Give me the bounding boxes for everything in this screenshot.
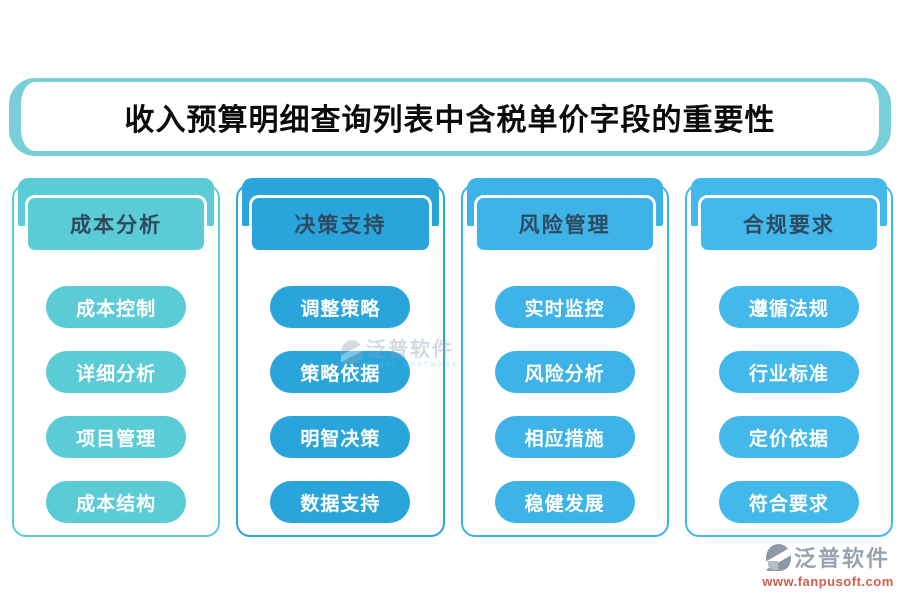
pill-list: 成本控制 详细分析 项目管理 成本结构 (12, 286, 220, 523)
column-risk-management: 风险管理 实时监控 风险分析 相应措施 稳健发展 (460, 178, 669, 537)
pill-list: 调整策略 策略依据 明智决策 数据支持 (236, 286, 444, 523)
pill-list: 实时监控 风险分析 相应措施 稳健发展 (461, 286, 669, 523)
title-banner: 收入预算明细查询列表中含税单价字段的重要性 (9, 78, 891, 156)
pill-list: 遵循法规 行业标准 定价依据 符合要求 (685, 286, 893, 523)
pill-item: 项目管理 (46, 416, 187, 458)
pill-item: 行业标准 (718, 351, 859, 393)
pill-item: 数据支持 (270, 481, 411, 523)
page-title: 收入预算明细查询列表中含税单价字段的重要性 (124, 103, 776, 137)
pill-item: 调整策略 (270, 286, 411, 328)
columns-container: 成本分析 成本控制 详细分析 项目管理 成本结构 决策支持 调整策略 策略依据 … (12, 178, 893, 537)
pill-item: 遵循法规 (718, 286, 859, 328)
pill-item: 定价依据 (718, 416, 859, 458)
brand-url: www.fanpusoft.com (762, 574, 894, 589)
footer-brand: 泛普软件 www.fanpusoft.com (762, 541, 894, 589)
pill-item: 实时监控 (494, 286, 635, 328)
pill-item: 风险分析 (494, 351, 635, 393)
column-header: 合规要求 (697, 195, 880, 253)
pill-item: 策略依据 (270, 351, 411, 393)
brand-name: 泛普软件 (793, 546, 890, 571)
column-decision-support: 决策支持 调整策略 策略依据 明智决策 数据支持 (236, 178, 445, 537)
pill-item: 成本控制 (46, 286, 187, 328)
pill-item: 稳健发展 (494, 481, 635, 523)
column-header: 风险管理 (473, 195, 656, 253)
pill-item: 详细分析 (46, 351, 187, 393)
pill-item: 相应措施 (494, 416, 635, 458)
column-compliance: 合规要求 遵循法规 行业标准 定价依据 符合要求 (684, 178, 893, 537)
column-header: 决策支持 (249, 195, 432, 253)
pill-item: 符合要求 (718, 481, 859, 523)
pill-item: 成本结构 (46, 481, 187, 523)
pill-item: 明智决策 (270, 416, 411, 458)
fanpu-logo-icon (765, 543, 791, 571)
column-cost-analysis: 成本分析 成本控制 详细分析 项目管理 成本结构 (12, 178, 221, 537)
column-header: 成本分析 (25, 195, 208, 253)
